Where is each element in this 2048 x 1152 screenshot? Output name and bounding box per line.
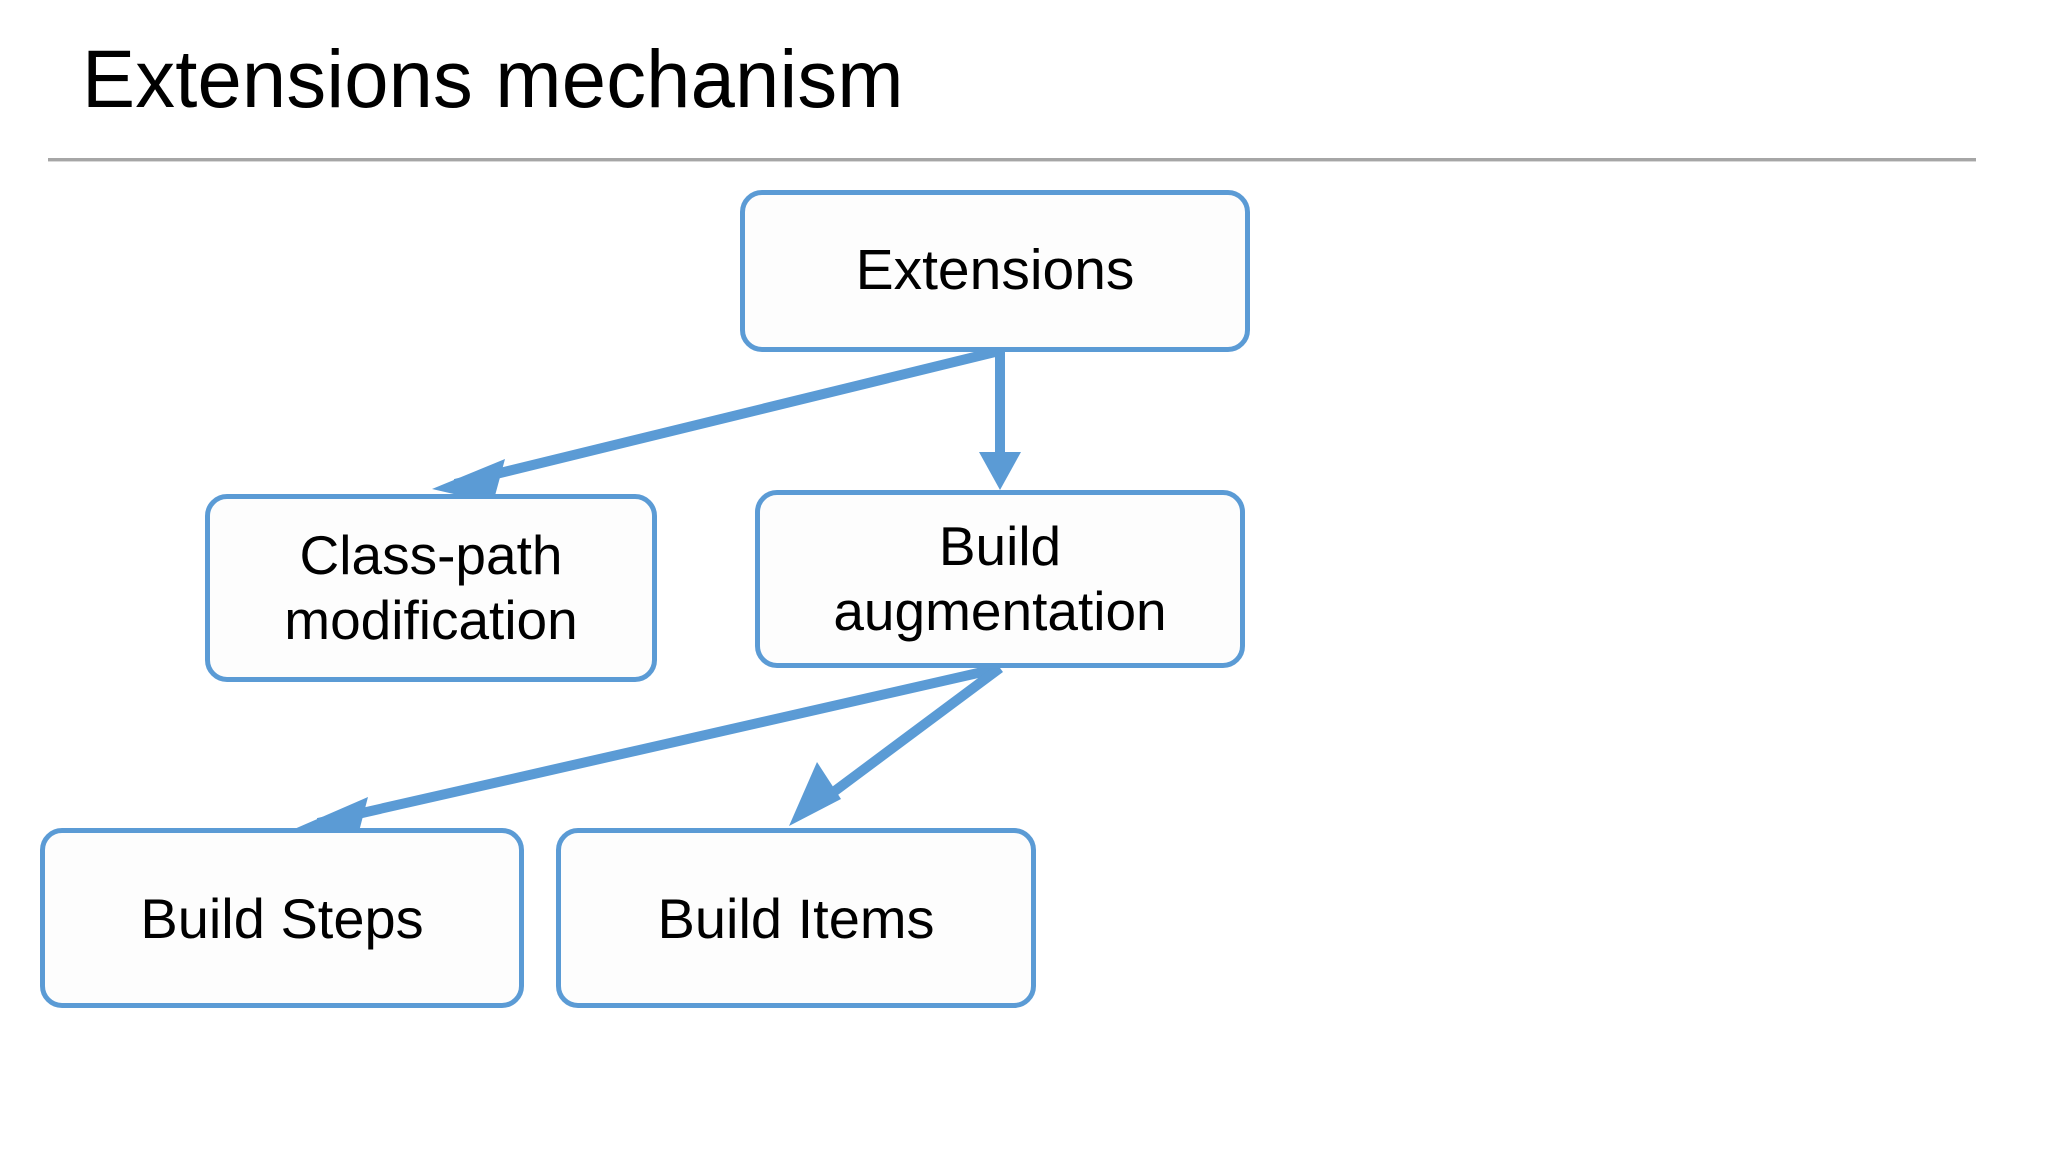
connector-extensions-to-classpath [432, 347, 997, 503]
node-build-items-label: Build Items [657, 886, 935, 950]
node-build-steps[interactable]: Build Steps [40, 828, 524, 1008]
node-build-steps-label: Build Steps [140, 886, 424, 950]
node-build-items[interactable]: Build Items [556, 828, 1036, 1008]
node-build-augmentation-label: Build augmentation [833, 515, 1167, 642]
node-build-augmentation[interactable]: Build augmentation [755, 490, 1245, 668]
node-class-path-modification[interactable]: Class-path modification [205, 494, 657, 682]
connector-buildaug-to-builditems [789, 663, 1003, 826]
title-divider-rule [48, 158, 1976, 161]
node-extensions[interactable]: Extensions [740, 190, 1250, 352]
page-title: Extensions mechanism [82, 34, 904, 125]
connector-extensions-to-buildaug [979, 352, 1021, 490]
node-extensions-label: Extensions [855, 238, 1135, 303]
node-class-path-modification-label: Class-path modification [284, 524, 578, 651]
connector-buildaug-to-buildsteps [292, 663, 1002, 843]
